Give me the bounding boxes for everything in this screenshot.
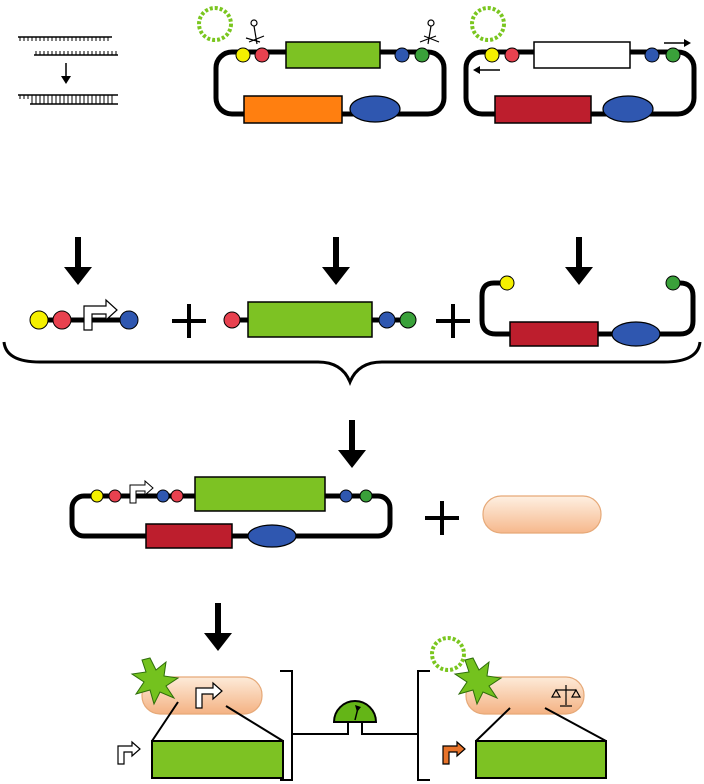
anneal-arrow-icon bbox=[61, 63, 71, 84]
down-arrow-icon bbox=[322, 237, 350, 285]
plasmid-donor bbox=[213, 19, 447, 124]
primer-arrow-icon bbox=[473, 66, 500, 74]
burst-star-icon bbox=[130, 657, 180, 706]
part-yellow bbox=[90, 489, 104, 503]
part-yellow bbox=[235, 47, 251, 63]
part-green bbox=[665, 47, 681, 63]
burst-star-icon bbox=[453, 657, 503, 706]
plus-icon bbox=[425, 501, 459, 535]
rbs-part bbox=[349, 95, 401, 123]
down-arrow-icon bbox=[338, 420, 366, 468]
part-blue bbox=[156, 489, 170, 503]
zoom-line bbox=[151, 701, 179, 742]
cell-tunable-expression bbox=[442, 657, 607, 779]
part-red bbox=[170, 489, 184, 503]
part-green bbox=[414, 47, 430, 63]
balance-scale-icon bbox=[550, 685, 582, 707]
rbs-part bbox=[611, 321, 661, 347]
part-yellow bbox=[484, 47, 500, 63]
zoom-line bbox=[544, 707, 607, 742]
oligo-strand-bottom bbox=[34, 51, 118, 56]
part-red bbox=[108, 489, 122, 503]
part-blue bbox=[394, 47, 410, 63]
comparison-bracket bbox=[280, 670, 430, 781]
part-red bbox=[254, 47, 270, 63]
fragment-backbone bbox=[479, 275, 696, 347]
gene-green bbox=[194, 476, 326, 512]
gene-green bbox=[285, 41, 381, 69]
promoter-arrow-icon bbox=[442, 740, 466, 765]
dna-annealing-icon bbox=[18, 36, 118, 105]
part-yellow bbox=[499, 275, 515, 291]
gene-orange bbox=[243, 95, 343, 124]
down-arrow-icon bbox=[204, 603, 232, 651]
gene-red bbox=[145, 523, 233, 549]
part-red bbox=[223, 311, 241, 329]
scissors-icon bbox=[419, 19, 440, 45]
part-red bbox=[504, 47, 520, 63]
down-arrow-icon bbox=[565, 237, 593, 285]
gauge-icon bbox=[332, 700, 378, 723]
plus-icon bbox=[172, 304, 206, 338]
part-blue bbox=[339, 489, 353, 503]
primer-arrow-icon bbox=[664, 39, 691, 47]
rbs-part bbox=[247, 524, 297, 548]
part-green bbox=[399, 311, 417, 329]
part-blue bbox=[644, 47, 660, 63]
cell-icon bbox=[482, 495, 602, 534]
scissors-icon bbox=[245, 19, 265, 45]
oligo-strand-top bbox=[18, 36, 112, 41]
gene-placeholder bbox=[533, 41, 631, 69]
green-circle-marker-icon bbox=[197, 6, 233, 42]
gene-red bbox=[494, 95, 592, 124]
part-green bbox=[665, 275, 681, 291]
fragment-promoter bbox=[29, 298, 139, 331]
part-green bbox=[359, 489, 373, 503]
curly-brace-icon bbox=[2, 341, 702, 387]
part-blue bbox=[119, 310, 139, 330]
down-arrow-icon bbox=[64, 237, 92, 285]
fragment-gene bbox=[223, 301, 417, 338]
gene-green bbox=[151, 740, 284, 779]
gene-green bbox=[475, 740, 607, 779]
zoom-line bbox=[475, 707, 511, 742]
part-blue bbox=[378, 311, 396, 329]
green-circle-marker-icon bbox=[470, 6, 506, 42]
assembled-plasmid bbox=[69, 476, 393, 549]
promoter-arrow-icon bbox=[129, 479, 154, 504]
part-red bbox=[52, 310, 72, 330]
promoter-arrow-icon bbox=[117, 740, 141, 765]
gene-red bbox=[509, 321, 599, 347]
plus-icon bbox=[436, 304, 470, 338]
green-circle-marker-icon bbox=[430, 636, 466, 672]
annealed-duplex bbox=[18, 94, 118, 105]
promoter-arrow-icon bbox=[195, 681, 223, 709]
zoom-line bbox=[225, 705, 284, 742]
gene-green bbox=[247, 301, 373, 338]
rbs-part bbox=[602, 95, 654, 123]
promoter-arrow-icon bbox=[83, 298, 118, 331]
cell-strong-expression bbox=[117, 657, 284, 779]
plasmid-backbone bbox=[463, 39, 697, 124]
part-yellow bbox=[29, 310, 49, 330]
